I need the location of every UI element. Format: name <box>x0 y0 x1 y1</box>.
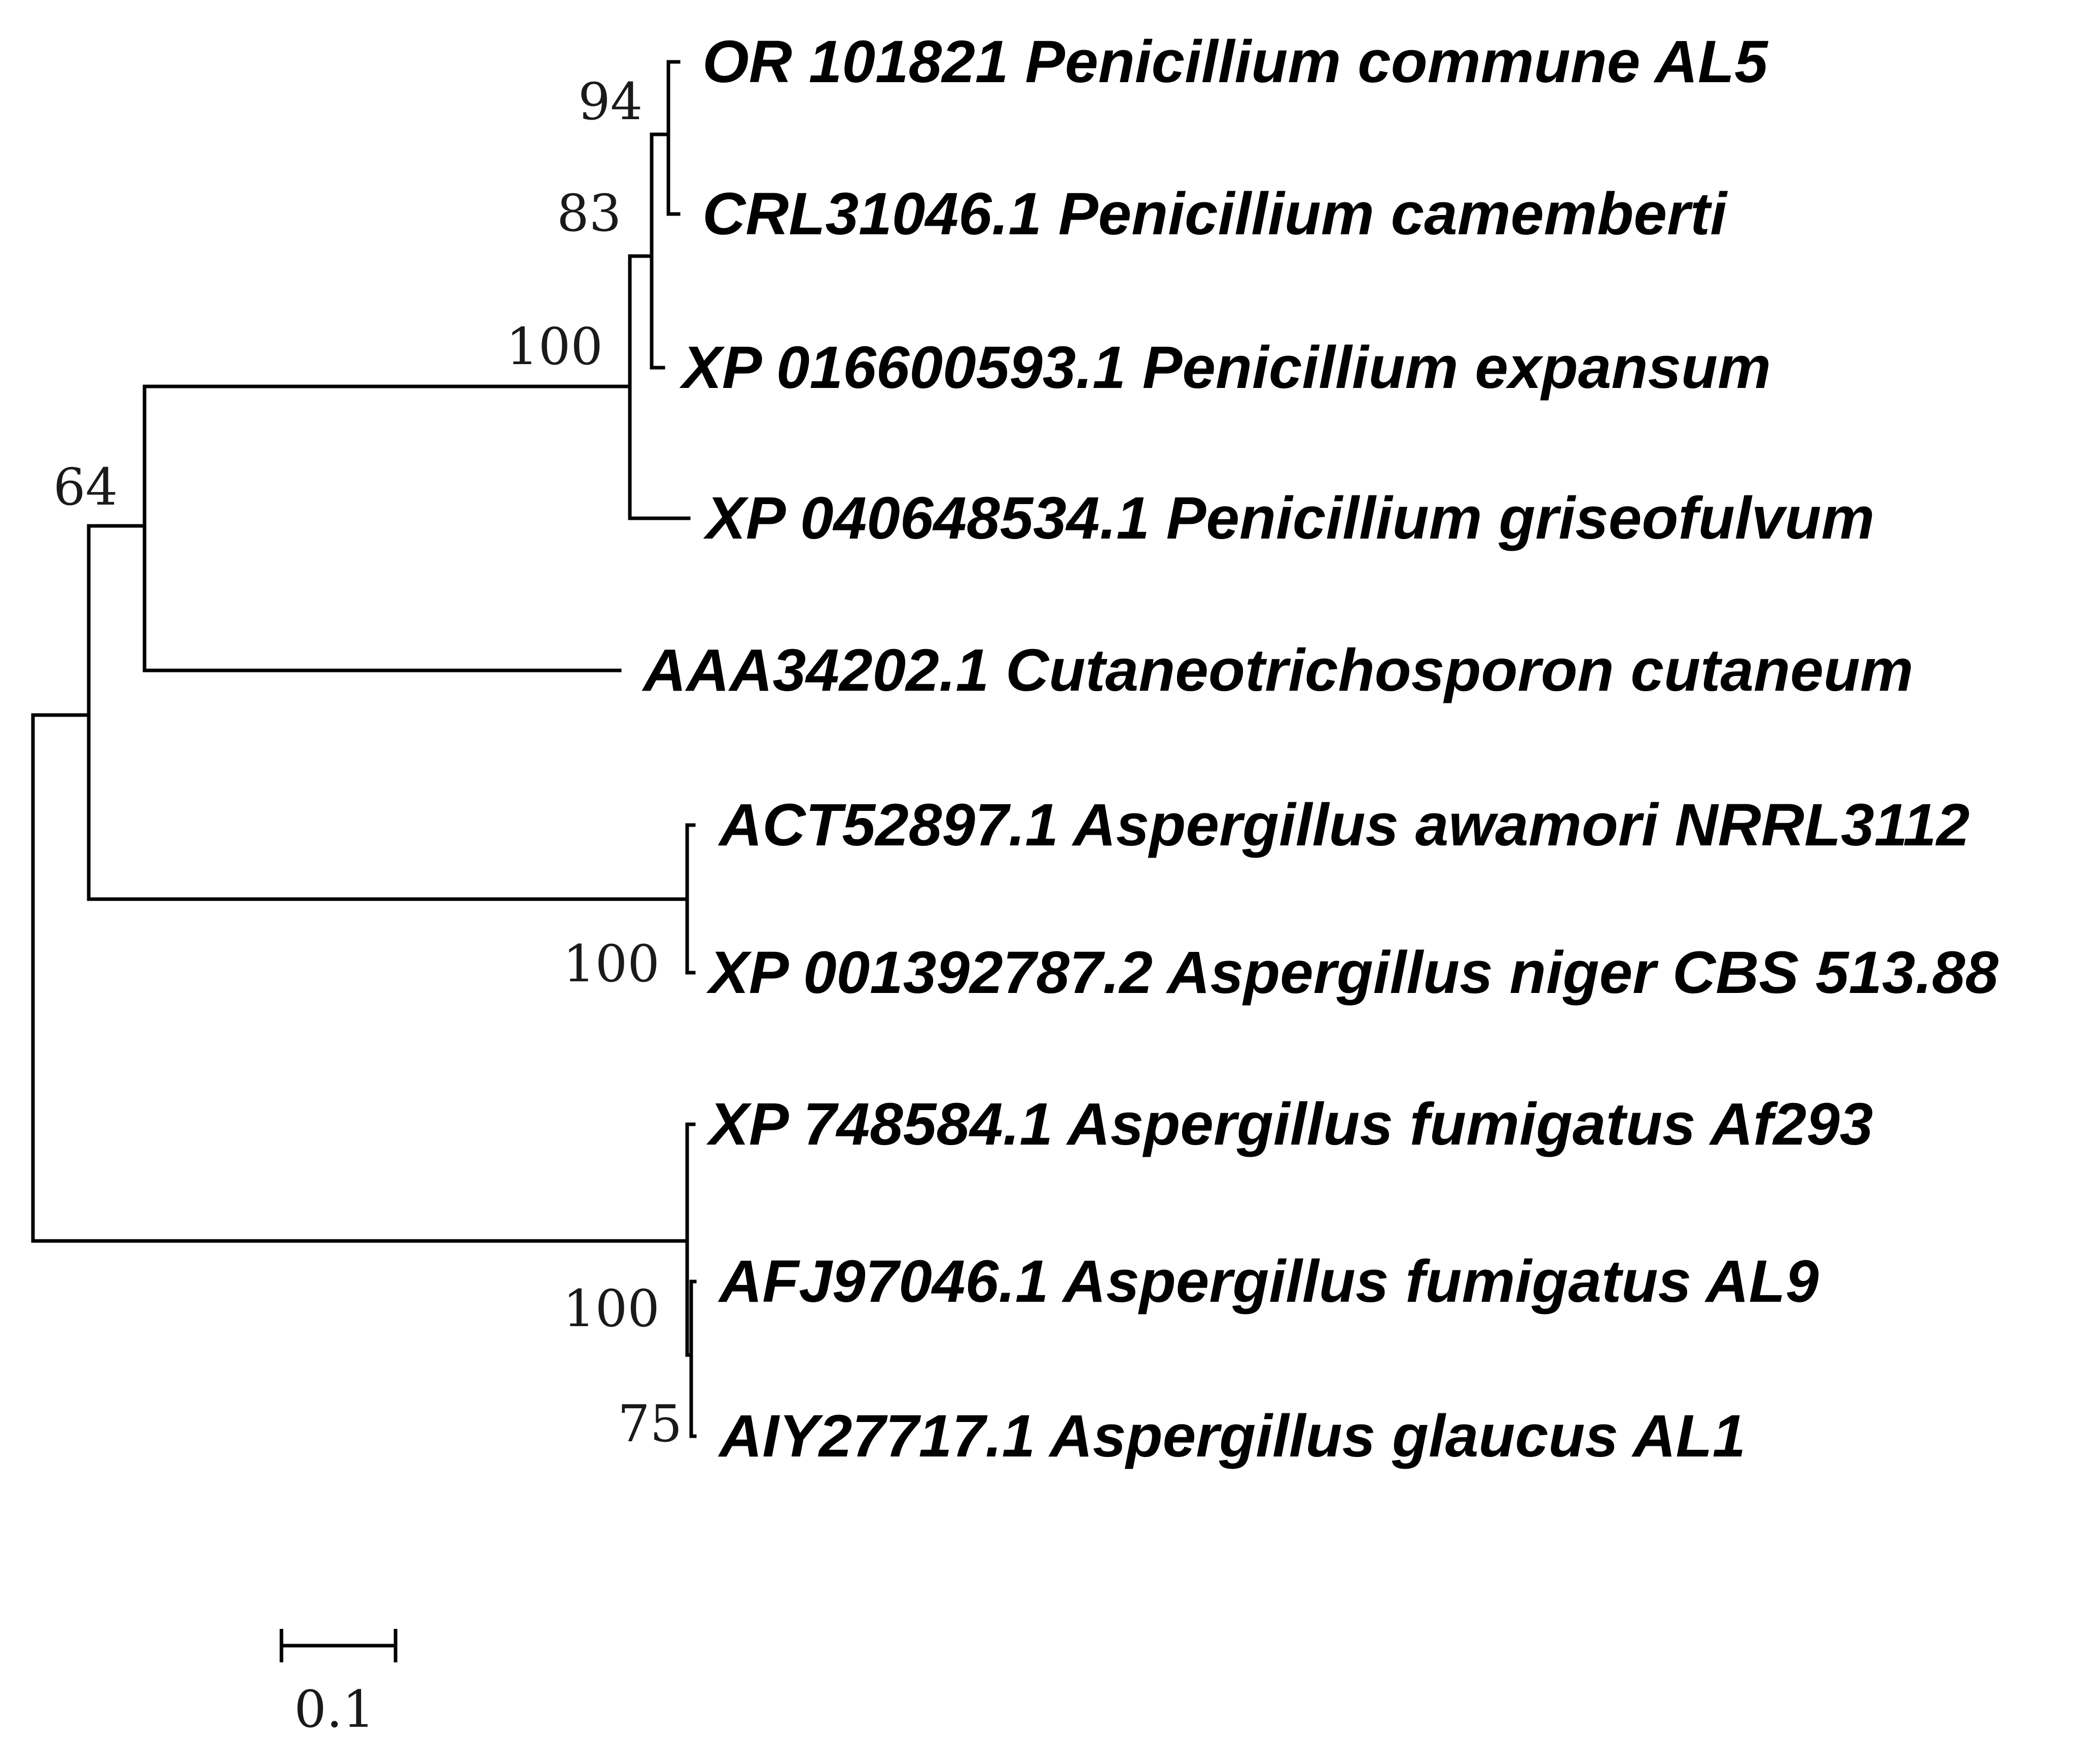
taxon-label-penicillium-griseofulvum: XP 040648534.1 Penicillium griseofulvum <box>703 485 1874 552</box>
taxon-label-penicillium-camemberti: CRL31046.1 Penicillium camemberti <box>702 181 1728 247</box>
scale-bar-label: 0.1 <box>294 1680 375 1739</box>
taxon-label-aspergillus-fumigatus-af293: XP 748584.1 Aspergillus fumigatus Af293 <box>706 1091 1873 1158</box>
bootstrap-value-node83: 83 <box>557 184 621 243</box>
bootstrap-value-node75: 75 <box>618 1394 682 1453</box>
taxon-label-aspergillus-fumigatus-al9: AFJ97046.1 Aspergillus fumigatus AL9 <box>718 1248 1819 1315</box>
taxon-label-cutaneotrichosporon-cutaneum: AAA34202.1 Cutaneotrichosporon cutaneum <box>642 637 1913 704</box>
taxon-label-aspergillus-awamori: ACT52897.1 Aspergillus awamori NRRL3112 <box>718 792 1970 859</box>
scale-bar-line <box>279 1629 398 1662</box>
bootstrap-value-node94: 94 <box>578 72 643 131</box>
taxon-label-aspergillus-glaucus: AIY27717.1 Aspergillus glaucus AL1 <box>718 1403 1746 1470</box>
bootstrap-value-node100-awamori-niger: 100 <box>563 934 660 993</box>
taxon-label-aspergillus-niger: XP 001392787.2 Aspergillus niger CBS 513… <box>706 939 1999 1006</box>
bootstrap-value-node100-fumigatus: 100 <box>563 1279 660 1338</box>
taxon-label-penicillium-expansum: XP 016600593.1 Penicillium expansum <box>679 334 1771 401</box>
scale-bar: 0.1 <box>279 1629 398 1739</box>
bootstrap-value-node100-penicillium: 100 <box>506 317 603 376</box>
bootstrap-value-node64: 64 <box>53 457 118 517</box>
taxon-label-penicillium-commune: OR 101821 Penicillium commune AL5 <box>702 28 1769 95</box>
